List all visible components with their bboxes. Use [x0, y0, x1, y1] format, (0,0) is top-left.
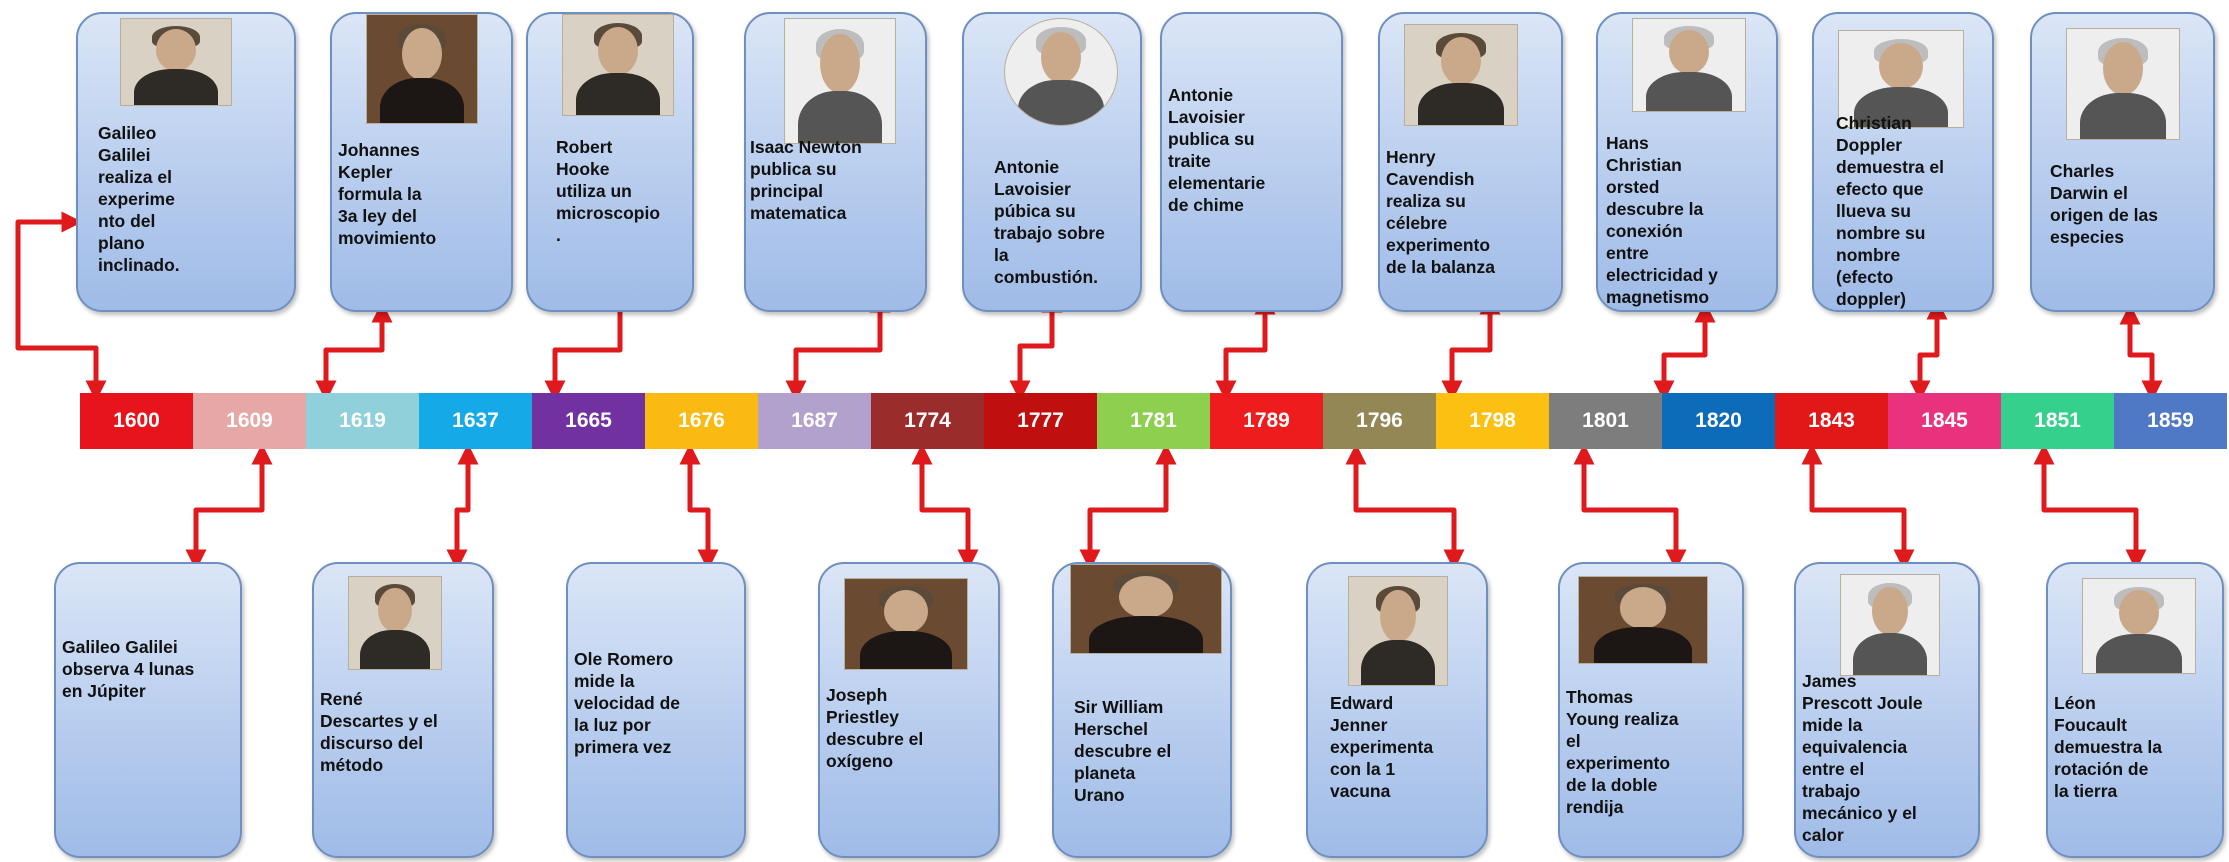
event-card-1820: Hans Christian orsted descubre la conexi… [1596, 12, 1778, 312]
portrait-image [1838, 30, 1964, 128]
connector-1637 [446, 443, 479, 571]
connector-1801 [1573, 443, 1687, 571]
year-cell-1609: 1609 [193, 393, 306, 449]
connector-1777 [1009, 291, 1063, 402]
year-cell-1687: 1687 [758, 393, 871, 449]
portrait-image [1578, 576, 1708, 664]
year-cell-1843: 1843 [1775, 393, 1888, 449]
connector-1798 [1441, 293, 1501, 402]
event-text: Robert Hooke utiliza un microscopio . [556, 137, 661, 245]
event-text: Isaac Newton publica su principal matema… [750, 137, 862, 223]
year-bar: 1600 1609 1619 1637 1665 1676 1687 1774 … [80, 393, 2227, 449]
connector-1789 [1215, 293, 1276, 402]
connector-1619 [315, 301, 393, 402]
event-text: Charles Darwin el origen de las especies [2050, 161, 2158, 247]
portrait-image [1348, 576, 1448, 686]
event-text: René Descartes y el discurso del método [320, 689, 438, 775]
portrait-image [1840, 574, 1940, 676]
portrait-image [562, 14, 674, 116]
event-card-1676: Ole Romero mide la velocidad de la luz p… [566, 562, 746, 858]
event-text: Léon Foucault demuestra la rotación de l… [2054, 693, 2162, 801]
year-cell-1851: 1851 [2001, 393, 2114, 449]
connector-1609 [185, 443, 273, 571]
year-cell-1774: 1774 [871, 393, 984, 449]
connector-1781 [1079, 443, 1177, 571]
year-cell-1789: 1789 [1210, 393, 1323, 449]
year-cell-1845: 1845 [1888, 393, 2001, 449]
portrait-image [784, 18, 896, 144]
year-cell-1820: 1820 [1662, 393, 1775, 449]
event-card-1798: Henry Cavendish realiza su célebre exper… [1378, 12, 1563, 312]
event-text: Sir William Herschel descubre el planeta… [1074, 697, 1172, 805]
connector-1820 [1653, 301, 1716, 402]
event-card-1781: Sir William Herschel descubre el planeta… [1052, 562, 1232, 858]
event-card-1801: Thomas Young realiza el experimento de l… [1558, 562, 1744, 858]
year-cell-1676: 1676 [645, 393, 758, 449]
portrait-image [1004, 18, 1118, 126]
year-cell-1665: 1665 [532, 393, 645, 449]
year-cell-1801: 1801 [1549, 393, 1662, 449]
year-cell-1781: 1781 [1097, 393, 1210, 449]
event-text: Thomas Young realiza el experimento de l… [1566, 687, 1679, 817]
portrait-image [2082, 578, 2196, 674]
connector-1845 [1909, 298, 1948, 402]
event-text: Ole Romero mide la velocidad de la luz p… [574, 649, 681, 757]
event-text: Galileo Galilei realiza el experime nto … [98, 123, 180, 275]
event-card-1777: Antonie Lavoisier púbica su trabajo sobr… [962, 12, 1142, 312]
connector-1843 [1801, 443, 1915, 571]
portrait-image [1404, 24, 1518, 126]
connector-1687 [785, 291, 891, 402]
event-text: Johannes Kepler formula la 3a ley del mo… [338, 140, 437, 248]
connector-1851 [2033, 443, 2147, 571]
event-card-1845: Christian Doppler demuestra el efecto qu… [1812, 12, 1994, 312]
connector-1774 [911, 443, 979, 571]
event-card-1609: Galileo Galilei observa 4 lunas en Júpit… [54, 562, 242, 858]
connector-1676 [679, 443, 719, 571]
portrait-image [120, 18, 232, 106]
event-text: Joseph Priestley descubre el oxígeno [826, 685, 924, 771]
event-card-1637: René Descartes y el discurso del método [312, 562, 494, 858]
event-text: Christian Doppler demuestra el efecto qu… [1836, 113, 1944, 309]
event-card-1851: Léon Foucault demuestra la rotación de l… [2046, 562, 2224, 858]
connector-1859 [2119, 303, 2163, 402]
connector-1796 [1345, 443, 1465, 571]
portrait-image [2066, 28, 2180, 140]
event-card-1600: Galileo Galilei realiza el experime nto … [76, 12, 296, 312]
year-cell-1777: 1777 [984, 393, 1097, 449]
portrait-image [1632, 18, 1746, 112]
event-card-1774: Joseph Priestley descubre el oxígeno [818, 562, 1000, 858]
event-text: James Prescott Joule mide la equivalenci… [1802, 671, 1923, 845]
year-cell-1798: 1798 [1436, 393, 1549, 449]
event-text: Henry Cavendish realiza su célebre exper… [1386, 147, 1495, 277]
year-cell-1637: 1637 [419, 393, 532, 449]
event-card-1665: Robert Hooke utiliza un microscopio . [526, 12, 694, 312]
event-text: Antonie Lavoisier publica su traite elem… [1168, 85, 1266, 215]
portrait-image [348, 576, 442, 670]
event-text: Galileo Galilei observa 4 lunas en Júpit… [62, 637, 195, 701]
event-card-1859: Charles Darwin el origen de las especies [2030, 12, 2215, 312]
event-card-1687: Isaac Newton publica su principal matema… [744, 12, 927, 312]
event-card-1789: Antonie Lavoisier publica su traite elem… [1160, 12, 1343, 312]
year-cell-1600: 1600 [80, 393, 193, 449]
event-text: Antonie Lavoisier púbica su trabajo sobr… [994, 157, 1105, 287]
portrait-image [844, 578, 968, 670]
year-cell-1796: 1796 [1323, 393, 1436, 449]
year-cell-1859: 1859 [2114, 393, 2227, 449]
event-card-1843: James Prescott Joule mide la equivalenci… [1794, 562, 1980, 858]
portrait-image [1070, 564, 1222, 654]
event-card-1796: Edward Jenner experimenta con la 1 vacun… [1306, 562, 1488, 858]
event-text: Hans Christian orsted descubre la conexi… [1606, 133, 1718, 307]
event-text: Edward Jenner experimenta con la 1 vacun… [1330, 693, 1434, 801]
portrait-image [366, 14, 478, 124]
year-cell-1619: 1619 [306, 393, 419, 449]
event-card-1619: Johannes Kepler formula la 3a ley del mo… [330, 12, 513, 312]
